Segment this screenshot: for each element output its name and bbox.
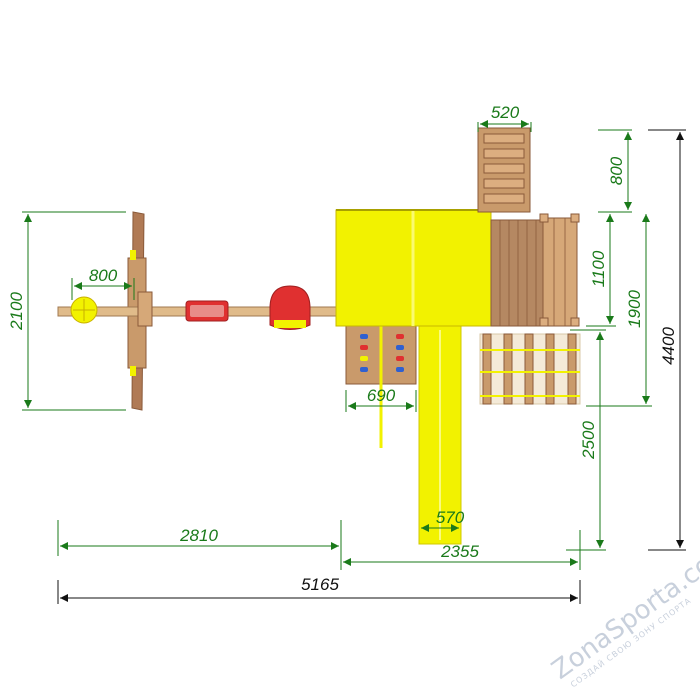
dim-swing-frame-width: 2100 <box>7 292 26 331</box>
dim-total-width: 5165 <box>301 575 339 594</box>
dim-ladder-depth: 800 <box>607 156 626 185</box>
dim-slide-width: 570 <box>436 508 465 527</box>
dim-total-depth: 4400 <box>659 327 678 365</box>
dim-top-ladder-width: 520 <box>491 103 520 122</box>
dim-right-span: 2355 <box>440 542 479 561</box>
platform-deck <box>490 219 544 327</box>
balance-bars <box>479 333 581 405</box>
watermark: ZonaSporta.com СОЗДАЙ СВОЮ ЗОНУ СПОРТА <box>546 535 700 690</box>
swing-frame <box>57 211 339 411</box>
dimension-lines <box>22 120 652 570</box>
dim-climbing-wall-width: 690 <box>367 386 396 405</box>
swing-bucket-seat <box>269 285 311 330</box>
swing-beam-bracket <box>137 291 153 327</box>
dim-right-depth-lower: 1900 <box>625 290 644 328</box>
total-dimension-lines <box>57 129 686 604</box>
tower <box>335 209 492 545</box>
dim-left-span: 2810 <box>179 526 218 545</box>
side-rack <box>542 217 578 327</box>
climbing-holds <box>360 334 404 372</box>
dim-deck-height: 1100 <box>589 250 608 287</box>
deck-area <box>477 127 581 405</box>
dim-swing-seat-spacing: 800 <box>89 266 118 285</box>
dim-slide-length: 2500 <box>579 421 598 460</box>
